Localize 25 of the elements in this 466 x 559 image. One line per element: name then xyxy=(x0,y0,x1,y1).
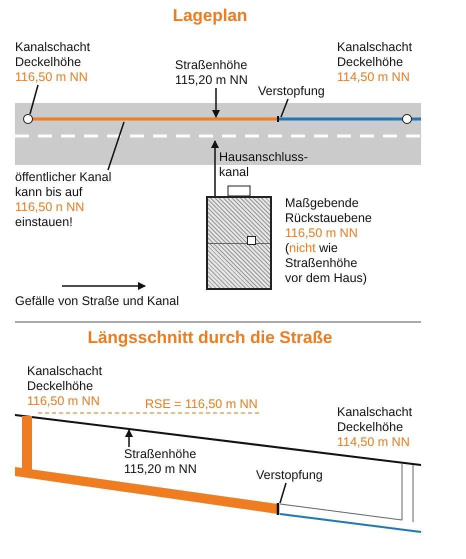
direction-label: Gefälle von Straße und Kanal xyxy=(15,294,180,309)
callout-value: 114,50 m NN xyxy=(337,70,411,85)
arrow xyxy=(211,140,219,196)
level-label: RSE = 116,50 m NN xyxy=(145,397,259,412)
leader-line xyxy=(280,98,289,118)
section-title: Lageplan xyxy=(172,6,248,26)
section-title: Längsschnitt durch die Straße xyxy=(86,328,334,348)
house-block xyxy=(206,196,272,290)
leader-line xyxy=(279,482,287,504)
callout-label: Kanalschacht Deckelhöhe xyxy=(337,405,414,435)
arrow xyxy=(212,88,220,118)
callout-value: 114,50 m NN xyxy=(337,435,411,450)
callout-label: Straßenhöhe 115,20 m NN xyxy=(175,58,257,88)
callout-label: Kanalschacht Deckelhöhe 116,50 m NN xyxy=(15,40,110,85)
callout-label: Verstopfung xyxy=(258,84,348,99)
edge-label: Hausanschluss- kanal xyxy=(219,150,309,180)
callout-label: Straßenhöhe 115,20 m NN xyxy=(124,447,206,477)
arrow xyxy=(125,429,133,447)
callout-label: Kanalschacht Deckelhöhe xyxy=(337,40,414,70)
callout-label: öffentlicher Kanal kann bis auf 116,50 n NN einstauen! xyxy=(15,170,133,230)
callout-value: 116,50 m NN xyxy=(27,394,101,409)
annotation-text: Maßgebende Rückstauebene 116,50 m NN (nicht wie Straßenhöhe vor dem Haus) xyxy=(285,196,373,286)
callout-label: Kanalschacht Deckelhöhe xyxy=(27,364,104,394)
leader-line xyxy=(29,84,39,114)
callout-label: Verstopfung xyxy=(256,468,346,483)
